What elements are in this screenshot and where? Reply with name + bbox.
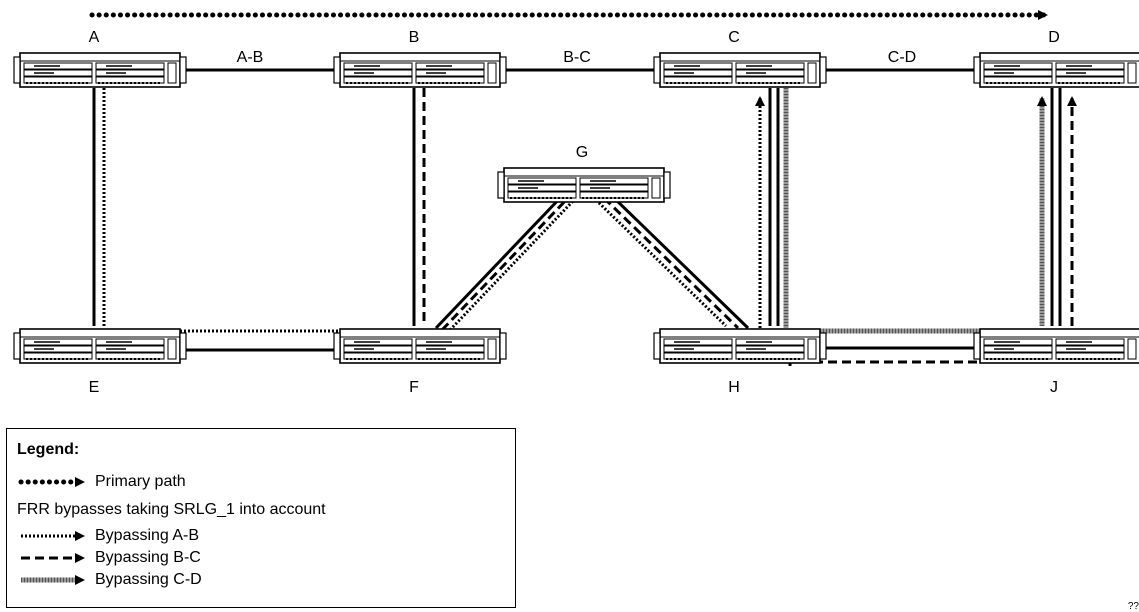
link-label-b-c: B-C — [563, 49, 591, 66]
legend-row-bypass-bc: Bypassing B-C — [17, 549, 201, 567]
bypass-a-b-swatch — [17, 530, 87, 542]
router-b — [334, 53, 506, 87]
legend-bypass-ab-label: Bypassing A-B — [95, 527, 199, 544]
router-j — [974, 329, 1139, 363]
router-d — [974, 53, 1139, 87]
bypass-b-c-path — [424, 88, 1072, 366]
bypass-a-b-path — [104, 88, 760, 331]
link-label-a-b: A-B — [237, 49, 264, 66]
router-e — [14, 329, 186, 363]
link-label-c-d: C-D — [888, 49, 916, 66]
router-f — [334, 329, 506, 363]
bypass-c-d-path — [786, 88, 1042, 331]
legend-bypass-cd-label: Bypassing C-D — [95, 571, 202, 588]
node-label-e: E — [89, 379, 100, 396]
node-label-c: C — [728, 29, 740, 46]
router-h — [654, 329, 826, 363]
node-label-h: H — [728, 379, 740, 396]
legend-bypass-bc-label: Bypassing B-C — [95, 549, 201, 566]
bypass-c-d-swatch — [17, 574, 87, 586]
bypass-b-c-swatch — [17, 552, 87, 564]
physical-links — [94, 70, 1060, 350]
node-label-a: A — [89, 29, 100, 46]
link-g-h — [612, 196, 748, 328]
router-g — [498, 168, 670, 202]
legend-row-primary: Primary path — [17, 473, 186, 491]
link-f-g — [436, 196, 562, 328]
figure-id-fragment: ?? — [1128, 601, 1139, 612]
legend-title: Legend: — [17, 441, 79, 459]
legend-frr-note: FRR bypasses taking SRLG_1 into account — [17, 501, 326, 519]
node-label-b: B — [409, 29, 420, 46]
node-label-j: J — [1050, 379, 1058, 396]
legend-row-bypass-ab: Bypassing A-B — [17, 527, 199, 545]
router-a — [14, 53, 186, 87]
node-label-f: F — [409, 379, 419, 396]
router-c — [654, 53, 826, 87]
node-label-g: G — [576, 144, 588, 161]
node-label-d: D — [1048, 29, 1060, 46]
legend-primary-label: Primary path — [95, 473, 186, 490]
legend-row-bypass-cd: Bypassing C-D — [17, 571, 202, 589]
primary-path-swatch — [17, 476, 87, 488]
legend-box: Legend: Primary path FRR bypasses taking… — [6, 428, 516, 608]
